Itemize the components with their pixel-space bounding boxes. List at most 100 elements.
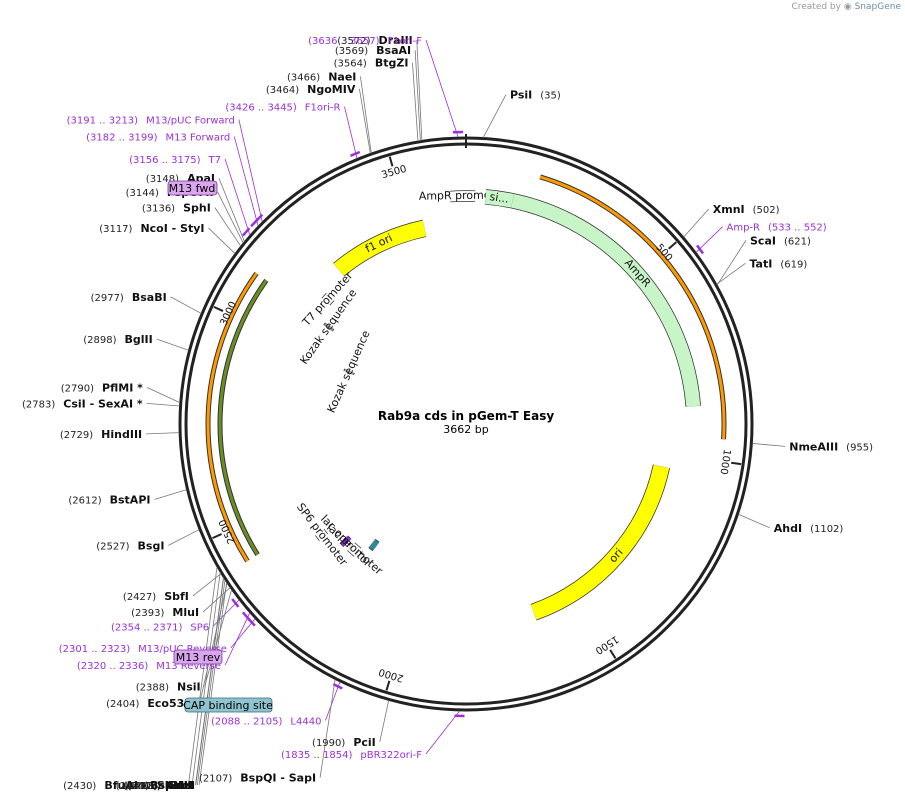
boxed-label-m13-fwd: M13 fwd — [167, 180, 218, 196]
primer-label: (3182 .. 3199)M13 Forward — [86, 132, 230, 143]
label-leaders — [146, 39, 786, 786]
plasmid-name: Rab9a cds in pGem-T Easy — [378, 409, 555, 423]
leader-line — [204, 589, 232, 687]
enzyme-label: (2404) Eco53kI — [106, 697, 196, 710]
enzyme-label: (2393)MluI — [131, 606, 199, 619]
primer-label: (3426 .. 3445)F1ori-R — [225, 103, 340, 114]
site-position: (621) — [784, 236, 811, 247]
leader-line — [716, 262, 746, 285]
leader-line — [199, 583, 228, 704]
site-position: (2430) — [63, 781, 96, 792]
site-name: SbfI — [164, 590, 189, 603]
enzyme-label: (2418)AccI — [125, 779, 192, 792]
site-name: NmeAIII — [789, 440, 838, 453]
tick-label: 1000 — [717, 448, 732, 475]
site-labels: PsiI(35)XmnI(502)Amp-R(533 .. 552)TatI(6… — [22, 34, 873, 792]
leader-line — [188, 566, 218, 786]
enzyme-label: (2527)BsgI — [96, 539, 164, 552]
site-name: AccI — [166, 779, 192, 792]
enzyme-label: (2898)BglII — [83, 333, 152, 346]
site-name: NdeI — [165, 779, 194, 792]
site-name: Amp-R — [727, 223, 761, 234]
feature-label: si... — [489, 190, 510, 206]
leader-line — [360, 76, 372, 154]
leader-line — [358, 88, 371, 154]
brand-text: SnapGene — [854, 2, 901, 12]
boxed-label-m13-rev: M13 rev — [173, 649, 223, 665]
leader-line — [168, 529, 200, 546]
site-position: (3564) — [334, 59, 367, 70]
site-position: (35) — [540, 91, 561, 102]
tick-label: 3000 — [218, 300, 239, 328]
leader-line — [752, 443, 786, 447]
site-name: BsaAI — [376, 44, 411, 57]
primer-label: (3156 .. 3175)T7 — [129, 155, 221, 166]
primer-mark — [254, 213, 264, 223]
site-position: (502) — [753, 205, 780, 216]
site-position: (3191 .. 3213) — [67, 116, 139, 127]
leader-line — [217, 191, 244, 244]
tick-mark — [385, 680, 391, 691]
site-position: (533 .. 552) — [768, 223, 827, 234]
snapgene-logo-icon: ◉ — [843, 2, 852, 12]
site-position: (955) — [846, 442, 873, 453]
orf-arcs — [205, 174, 727, 563]
enzyme-label: (2612)BstAPI — [68, 493, 150, 506]
enzyme-label: (3464)NgoMIV — [266, 83, 356, 96]
enzyme-label: (2406)SacI — [128, 779, 195, 792]
leader-line — [319, 679, 336, 778]
site-name: SphI — [183, 202, 211, 215]
site-position: (2527) — [96, 541, 129, 552]
site-position: (2729) — [60, 430, 93, 441]
leader-line — [238, 119, 263, 222]
enzyme-label: NmeAIII (955) — [789, 440, 873, 453]
site-name: pBR322ori-F — [360, 750, 422, 761]
site-name: BtgZI — [375, 57, 409, 70]
orf-arc — [206, 272, 258, 562]
tick-mark — [213, 305, 224, 312]
leader-line — [379, 700, 390, 742]
enzyme-label: (2729) HindIII — [60, 428, 142, 441]
leader-line — [198, 582, 227, 786]
leader-line — [208, 227, 236, 254]
leader-line — [170, 296, 202, 314]
site-name: F1ori-F — [388, 36, 423, 47]
primer-mark — [350, 150, 361, 157]
enzyme-label: ScaI (621) — [750, 234, 811, 247]
primer-mark — [241, 227, 251, 237]
boxed-label-text: M13 rev — [176, 651, 221, 664]
enzyme-label: (3136)SphI — [142, 202, 211, 215]
leader-line — [146, 387, 180, 403]
feature-arrow — [322, 293, 334, 305]
primer-label: Amp-R (533 .. 552) — [727, 223, 827, 234]
enzyme-label: (3117)NcoI - StyI — [99, 222, 204, 235]
site-position: (3117) — [99, 224, 132, 235]
leader-line — [416, 39, 423, 141]
boxed-label-text: M13 fwd — [169, 182, 216, 195]
site-name: CsiI - SexAI * — [63, 397, 143, 410]
leader-line — [233, 136, 259, 227]
site-position: (619) — [780, 259, 807, 270]
leader-line — [716, 240, 747, 286]
leader-line — [196, 579, 226, 786]
site-position: (2404) — [106, 699, 139, 710]
tick-label: 1500 — [593, 633, 620, 656]
site-name: Eco53kI — [147, 697, 195, 710]
site-name: HindIII — [101, 428, 142, 441]
plasmid-length: 3662 bp — [443, 423, 488, 436]
site-position: (2783) — [22, 399, 55, 410]
enzyme-label: (3466)NaeI — [287, 70, 356, 83]
site-position: (2790) — [61, 383, 94, 394]
site-position: (2354 .. 2371) — [111, 622, 183, 633]
primer-label: (2088 .. 2105)L4440 — [211, 716, 321, 727]
feature-arrow — [511, 193, 701, 407]
site-position: (2898) — [83, 335, 116, 346]
site-position: (2088 .. 2105) — [211, 716, 283, 727]
feature-arrow — [449, 191, 476, 202]
leader-line — [412, 62, 419, 142]
site-name: ScaI — [750, 234, 776, 247]
site-name: TatI — [749, 257, 772, 270]
site-name: SalI — [169, 779, 192, 792]
site-position: (2320 .. 2336) — [77, 661, 149, 672]
site-name: PciI — [353, 736, 375, 749]
